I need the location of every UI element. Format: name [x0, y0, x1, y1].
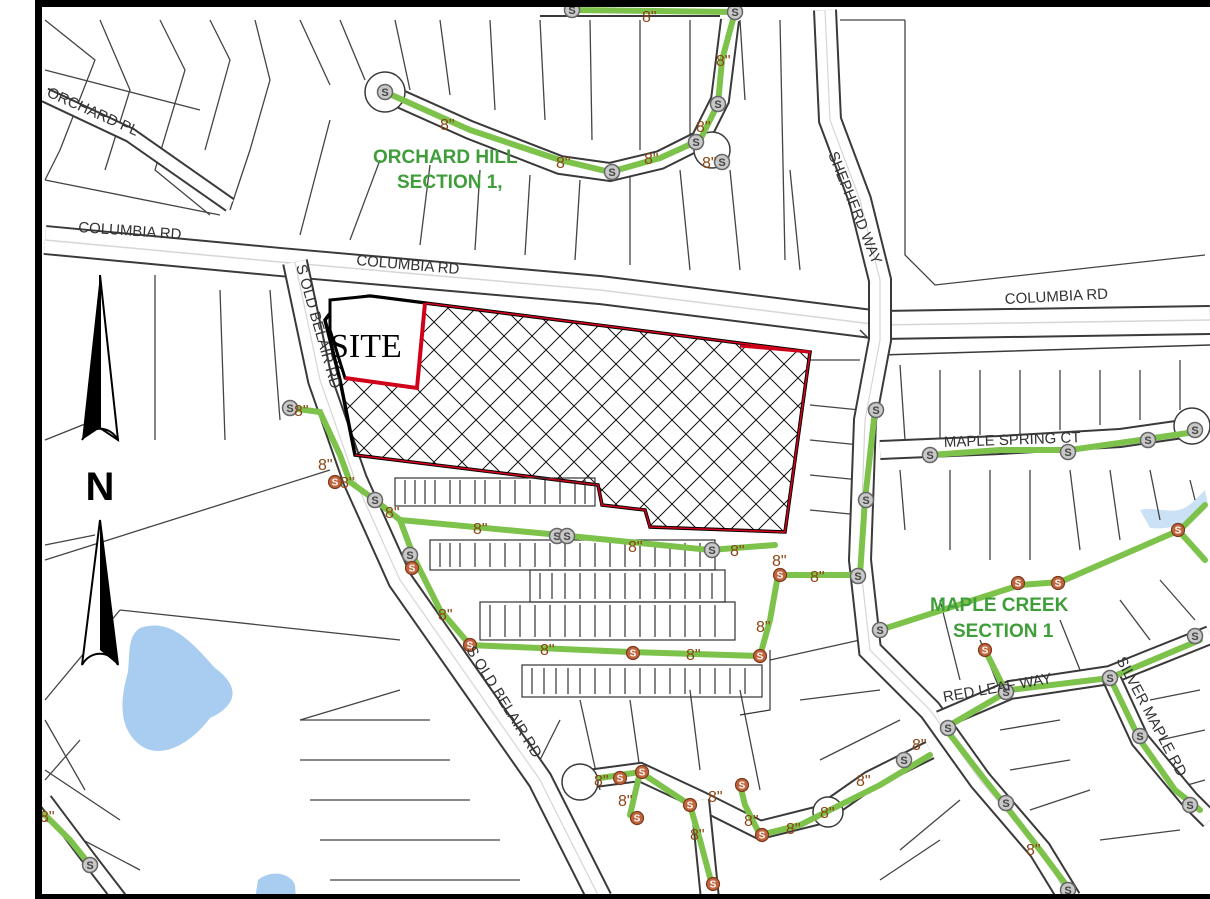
svg-text:8": 8" [628, 539, 643, 556]
svg-text:8": 8" [618, 793, 633, 810]
north-arrow-icon: N [81, 274, 120, 666]
svg-text:8": 8" [820, 805, 835, 822]
subdivision-orchard-hill-line1: ORCHARD HILL [373, 147, 518, 168]
svg-text:8": 8" [294, 403, 309, 420]
svg-text:8": 8" [644, 151, 659, 168]
svg-text:8": 8" [594, 773, 609, 790]
parcel-lines [44, 19, 1206, 881]
svg-text:8": 8" [318, 457, 333, 474]
svg-text:8": 8" [40, 809, 55, 826]
svg-text:8": 8" [340, 475, 355, 492]
subdivision-maple-creek-line2: SECTION 1 [953, 621, 1054, 642]
site-label: SITE [330, 328, 402, 365]
map-frame [35, 0, 1210, 899]
svg-text:8": 8" [696, 119, 711, 136]
svg-text:8": 8" [702, 155, 717, 172]
svg-text:8": 8" [912, 737, 927, 754]
subdivision-maple-creek-line1: MAPLE CREEK [930, 595, 1069, 616]
svg-text:8": 8" [440, 117, 455, 134]
svg-text:8": 8" [730, 543, 745, 560]
svg-text:8": 8" [690, 827, 705, 844]
svg-text:8": 8" [856, 773, 871, 790]
road-label-columbia-rd-east: COLUMBIA RD [1004, 286, 1108, 308]
svg-text:8": 8" [438, 607, 453, 624]
subdivision-labels: ORCHARD HILL SECTION 1, MAPLE CREEK SECT… [373, 147, 1069, 642]
subdivision-orchard-hill-line2: SECTION 1, [397, 172, 503, 193]
svg-text:8": 8" [810, 569, 825, 586]
north-label: N [86, 465, 115, 509]
svg-text:8": 8" [716, 53, 731, 70]
svg-text:8": 8" [1026, 842, 1041, 859]
svg-text:8": 8" [642, 9, 657, 26]
svg-text:8": 8" [708, 789, 723, 806]
site-parcel: SITE [323, 294, 812, 534]
svg-text:8": 8" [756, 619, 771, 636]
svg-text:8": 8" [540, 642, 555, 659]
svg-text:8": 8" [744, 813, 759, 830]
road-label-maple-spring-ct: MAPLE SPRING CT [944, 429, 1081, 451]
svg-text:8": 8" [686, 647, 701, 664]
svg-text:8": 8" [385, 505, 400, 522]
svg-text:8": 8" [556, 155, 571, 172]
svg-text:8": 8" [473, 521, 488, 538]
svg-text:8": 8" [772, 553, 787, 570]
pipe-size-labels: 8" 8" 8" 8" 8" 8" 8" 8" 8" 8" 8" 8" 8" 8… [40, 9, 1041, 859]
townhouse-buildings [394, 477, 771, 716]
svg-text:8": 8" [786, 821, 801, 838]
